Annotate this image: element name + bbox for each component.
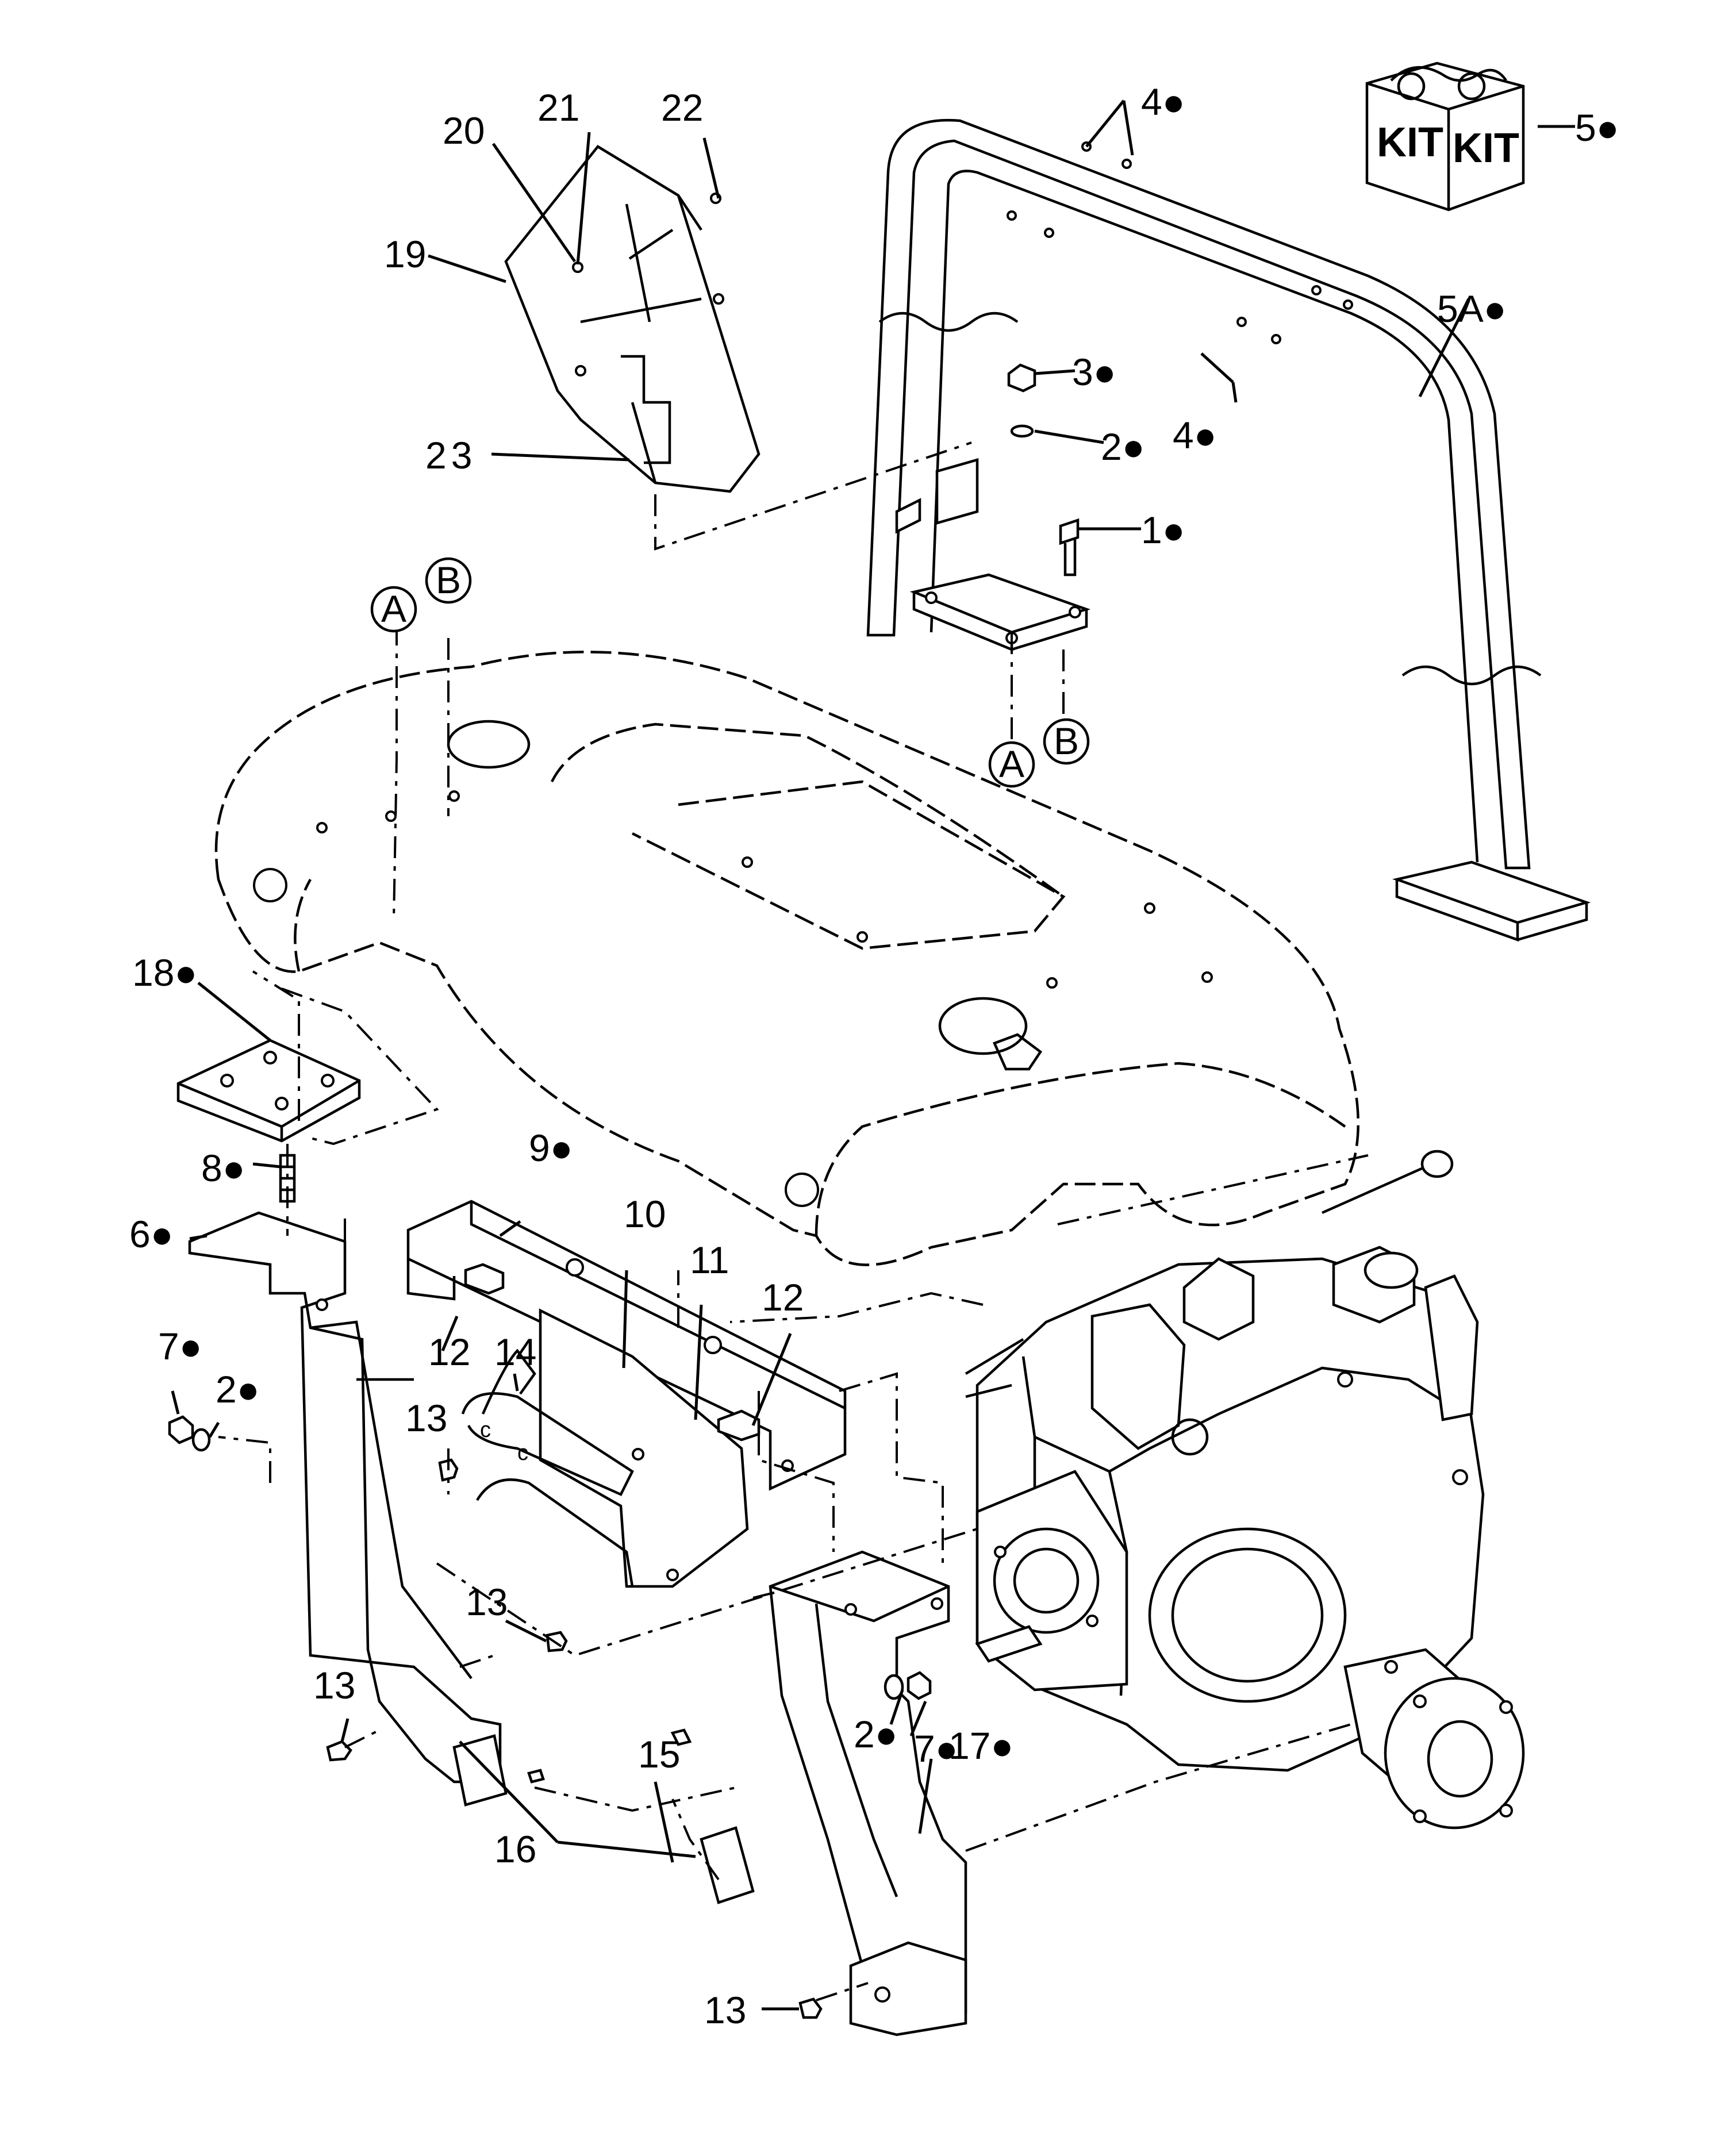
callout-8: 8● (201, 1147, 245, 1189)
pivot-pins (452, 1728, 755, 1904)
assembly-guide-lines (218, 624, 1369, 2001)
nut-washer-right (884, 1671, 932, 1700)
reference-marker-a2: A (988, 741, 1035, 788)
callout-2c: 2● (854, 1713, 898, 1755)
callout-17: 17● (948, 1724, 1013, 1767)
reference-marker-b2: B (1043, 718, 1090, 765)
callout-5: 5● (1575, 106, 1619, 149)
callout-18: 18● (132, 951, 197, 994)
callout-13c: 13 (313, 1664, 355, 1707)
callout-11: 11 (690, 1239, 729, 1281)
callout-12a: 12 (762, 1276, 804, 1319)
washer-icon (1010, 424, 1034, 438)
fender-panel (504, 145, 761, 493)
callout-14: 14 (494, 1331, 536, 1373)
callout-4b: 4● (1173, 414, 1217, 456)
callout-16: 16 (494, 1828, 536, 1870)
svg-text:c: c (517, 1441, 528, 1465)
support-bracket-left (188, 1211, 502, 1784)
svg-text:A: A (999, 743, 1024, 785)
callout-6: 6● (129, 1213, 174, 1255)
callout-2: 2● (1101, 425, 1145, 468)
svg-text:B: B (1054, 720, 1079, 762)
bolt-13-icons (326, 1458, 823, 2019)
transmission-assembly (965, 1150, 1525, 1830)
svg-text:A: A (381, 587, 406, 630)
callout-13d: 13 (704, 1989, 746, 2031)
nut-icon (1007, 363, 1036, 393)
callout-7b: 7● (914, 1727, 958, 1770)
callout-13a: 13 (405, 1397, 447, 1439)
platform-cover (214, 651, 1359, 1266)
reference-marker-b1: B (425, 557, 472, 604)
callout-3: 3● (1072, 351, 1116, 393)
svg-text:c: c (480, 1418, 491, 1442)
pedal-linkage: c c (461, 1308, 749, 1588)
callout-23: 23 (425, 434, 477, 476)
kit-box-icon: KIT KIT (1365, 62, 1525, 212)
fender-guide-line (654, 441, 972, 551)
callout-10: 10 (624, 1193, 666, 1235)
callout-22: 22 (661, 86, 703, 129)
callout-5A: 5A● (1437, 287, 1507, 330)
callout-20: 20 (443, 109, 485, 152)
reference-marker-a1: A (370, 586, 417, 633)
callout-4a: 4● (1141, 80, 1185, 123)
kit-label-right: KIT (1453, 125, 1519, 171)
svg-text:B: B (436, 559, 461, 601)
cross-member (406, 1200, 847, 1491)
spring-pin-icon (481, 1348, 536, 1415)
callout-21: 21 (537, 86, 579, 129)
callout-1: 1● (1141, 509, 1185, 551)
bolt-12a-icon (464, 1263, 505, 1295)
leader-lines (171, 99, 1575, 2011)
kit-label-left: KIT (1377, 120, 1443, 166)
callout-9: 9● (529, 1127, 573, 1169)
callout-12b: 12 (428, 1331, 470, 1373)
callout-13b: 13 (466, 1581, 508, 1623)
nut-washer-left (168, 1415, 211, 1452)
part-callouts: 1● 2● 3● 4● 4● 5● 5A● 6● 7● 2● 8● 9● 10 … (129, 80, 1619, 2031)
bolt-icon (1059, 518, 1080, 577)
callout-19: 19 (384, 233, 426, 275)
callout-15: 15 (638, 1733, 680, 1776)
support-bracket-right (769, 1550, 967, 2036)
mounting-plate (176, 1039, 361, 1143)
callout-7a: 7● (158, 1325, 202, 1367)
roll-bar-frame (866, 118, 1591, 942)
callout-2b: 2● (216, 1368, 260, 1411)
